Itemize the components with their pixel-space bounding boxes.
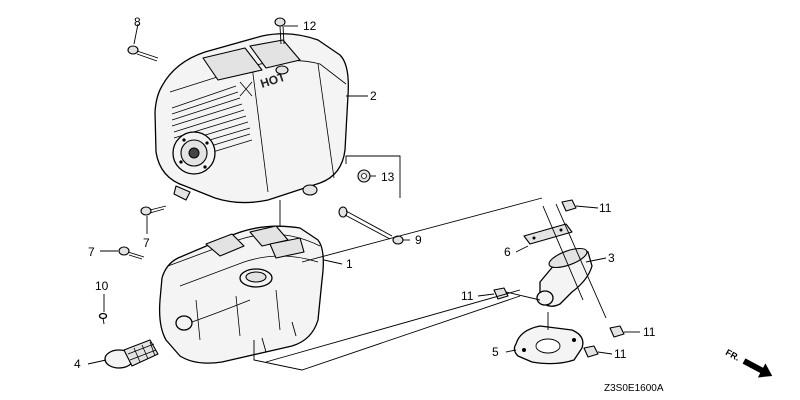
- callout-11c: 11: [643, 325, 656, 339]
- leader-lines: [87, 23, 640, 365]
- callout-4: 4: [74, 357, 81, 371]
- washer-13: [357, 169, 371, 183]
- flange-nut-11-right: [609, 325, 625, 338]
- callout-1: 1: [346, 257, 353, 271]
- callout-11b: 11: [461, 289, 474, 303]
- callout-7b: 7: [143, 236, 150, 250]
- diagram-code: Z3S0E1600A: [604, 383, 664, 394]
- muffler-protector: HOT: [154, 33, 349, 204]
- callout-5: 5: [492, 345, 499, 359]
- bolt-12: [274, 17, 286, 45]
- callout-8: 8: [134, 15, 141, 29]
- exhaust-pipe-manifold: [536, 247, 593, 307]
- flange-bolt-7-lower: [118, 246, 145, 260]
- flange-nut-11-bottom: [583, 345, 599, 358]
- callout-11a: 11: [599, 201, 612, 215]
- gasket-5: [513, 325, 584, 365]
- callout-11d: 11: [614, 347, 627, 361]
- assembly-lines: [253, 155, 607, 371]
- callout-12: 12: [303, 19, 317, 33]
- front-direction-arrow: FR.: [724, 347, 773, 378]
- callout-6: 6: [504, 245, 511, 259]
- bolt-8: [127, 45, 159, 62]
- callout-3: 3: [608, 251, 615, 265]
- gasket-6: [523, 223, 573, 245]
- screw-10: [98, 312, 108, 325]
- flange-bolt-7-upper: [140, 205, 167, 216]
- callout-13: 13: [381, 170, 395, 184]
- muffler-body: [158, 225, 324, 364]
- callout-7a: 7: [88, 245, 95, 259]
- stud-bolt-9: [338, 206, 404, 245]
- callout-10: 10: [95, 279, 109, 293]
- flange-nut-11-top: [561, 199, 577, 212]
- callout-2: 2: [370, 89, 377, 103]
- flange-nut-11-left: [493, 287, 509, 300]
- spark-arrester: [104, 339, 159, 369]
- callouts: 8 12 2 13 7 9 7 1 10 4 11 6 3 11 11 5 11: [74, 15, 656, 371]
- callout-9: 9: [415, 233, 422, 247]
- front-label: FR.: [724, 347, 741, 363]
